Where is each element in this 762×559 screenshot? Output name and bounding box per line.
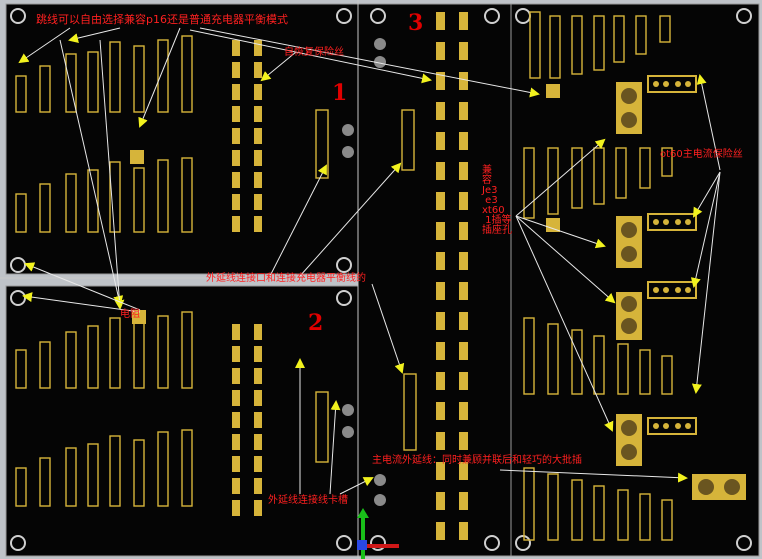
resistor-label: 电阻 <box>120 309 140 320</box>
main-current-fuse-label: ot60主电流保险丝 <box>660 149 743 160</box>
main-current-fuse-blocks <box>647 75 697 435</box>
fuse-block-pins <box>653 81 691 429</box>
test-points <box>342 38 386 506</box>
balance-connectors-upper <box>15 35 193 233</box>
annotation-arrows <box>18 27 721 495</box>
jumper-note-label: 跳线可以自由选择兼容p16还是普通充电器平衡模式 <box>36 13 288 26</box>
y-axis-gizmo <box>361 515 365 559</box>
section-number-3: 3 <box>408 10 423 36</box>
extension-connectors-left <box>315 109 417 463</box>
balance-connectors-lower <box>15 311 193 507</box>
compatible-ports-label: 兼 容 Je3 e3 xt60 1插等 插座孔 <box>482 165 512 236</box>
section-number-1: 1 <box>332 80 347 106</box>
origin-marker-icon <box>357 540 367 550</box>
fuse-pad-gaps <box>240 40 254 516</box>
section-number-2: 2 <box>308 310 323 336</box>
self-recovery-fuse-label: 自恢复保险丝 <box>284 47 344 58</box>
fuse-pad-gaps-center <box>445 12 459 540</box>
external-clip-slot-label: 外延线连接线卡槽 <box>268 495 348 506</box>
y-axis-arrow-icon <box>357 508 369 518</box>
external-connector-port-label: 外延线连接口和连接充电器平衡线的 <box>206 273 366 284</box>
main-current-extension-label: 主电流外延线：同时兼顾并联后和轻巧的大批插 <box>372 455 582 466</box>
x-axis-gizmo <box>365 544 399 548</box>
mounting-holes <box>10 8 752 551</box>
xt60-sockets <box>616 82 746 500</box>
jumper-pins <box>130 84 560 324</box>
